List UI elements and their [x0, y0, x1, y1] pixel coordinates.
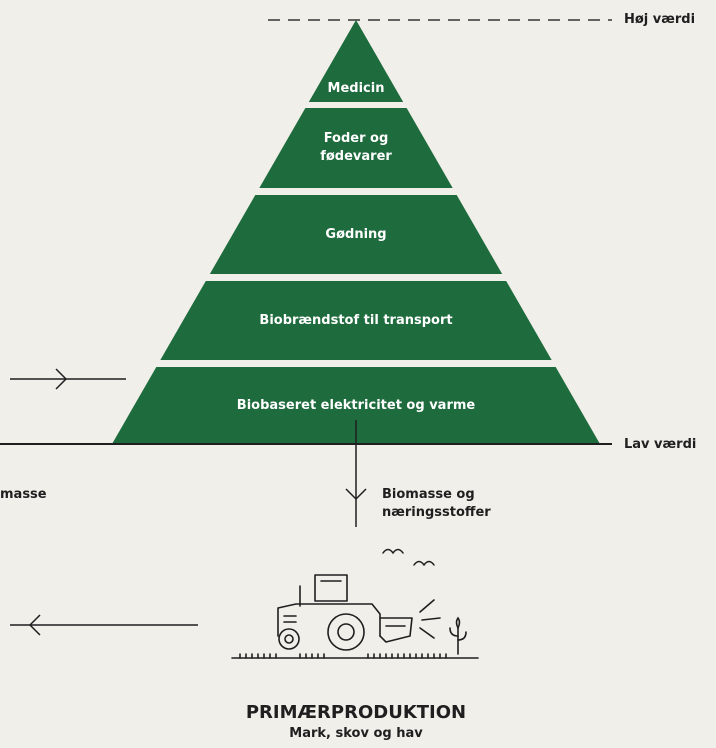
pyramid-tier-3 [209, 195, 503, 274]
arrow-down-icon [345, 420, 367, 527]
pyramid-tier-2 [259, 108, 453, 188]
pyramid-tier-2-label-line-1: Foder og [323, 131, 389, 146]
plant-sprout-icon [449, 616, 467, 655]
low-value-label: Lav værdi [624, 437, 697, 452]
pyramid [112, 20, 600, 444]
birds-icon [382, 548, 435, 567]
pyramid-tier-4-label: Biobrændstof til transport [259, 312, 453, 328]
pyramid-tier-1 [308, 20, 404, 102]
primary-production-subtitle: Mark, skov og hav [289, 726, 423, 741]
pyramid-tier-1-label: Medicin [327, 81, 385, 96]
down-flow-label-line-1: Biomasse og [382, 487, 475, 502]
pyramid-tier-3-label: Gødning [325, 226, 387, 242]
left-flow-label: masse [0, 487, 47, 502]
pyramid-tier-4 [160, 281, 552, 360]
tractor-icon [231, 574, 479, 659]
pyramid-tier-2-label-line-2: fødevarer [320, 149, 392, 164]
down-flow-label-line-2: næringsstoffer [382, 505, 491, 520]
pyramid-tier-5 [112, 367, 600, 444]
primary-production-title: PRIMÆRPRODUKTION [245, 702, 467, 723]
arrow-left-icon [10, 614, 198, 636]
arrow-right-icon [10, 368, 126, 390]
high-value-label: Høj værdi [624, 12, 696, 27]
pyramid-tier-5-label: Biobaseret elektricitet og varme [236, 397, 476, 413]
